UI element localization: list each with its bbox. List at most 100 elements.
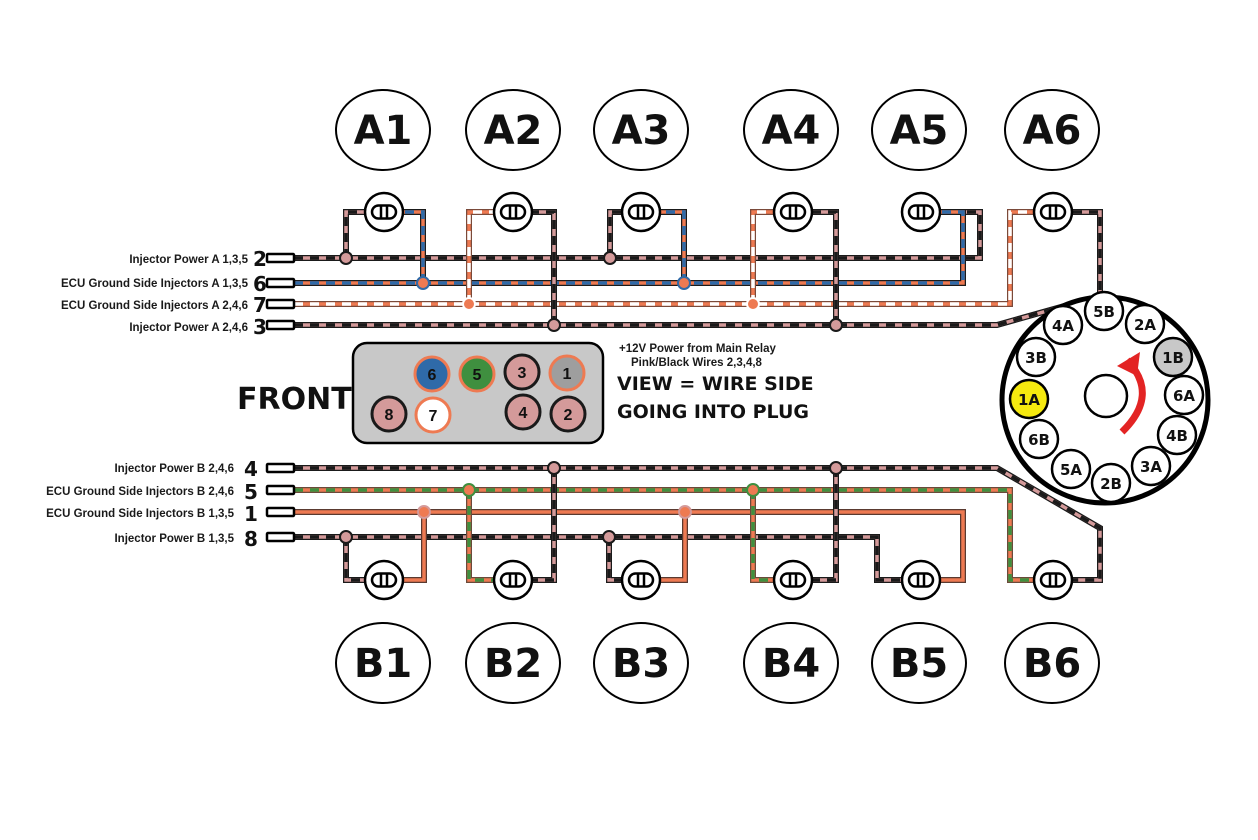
terminal xyxy=(265,462,296,474)
wire-base xyxy=(751,210,781,304)
pin-number: 7 xyxy=(253,293,267,317)
wire-base xyxy=(344,537,372,582)
wire-base xyxy=(467,490,501,582)
cylinder-ellipse xyxy=(465,622,561,704)
injector-icon xyxy=(620,191,662,233)
injector-icon xyxy=(1032,191,1074,233)
cylinder-ellipse xyxy=(871,89,967,171)
wire-stripe xyxy=(653,210,686,283)
splice-joint xyxy=(677,276,691,290)
pin-number: 8 xyxy=(244,527,258,551)
view-note-line2: GOING INTO PLUG xyxy=(617,401,809,423)
terminal xyxy=(265,484,296,496)
power-note-line2: Pink/Black Wires 2,3,4,8 xyxy=(631,357,763,369)
injector-icon xyxy=(363,191,405,233)
terminal xyxy=(265,298,296,310)
cylinder-label: B6 xyxy=(1023,641,1081,687)
wire-stripe xyxy=(805,210,838,325)
cylinder-label: B4 xyxy=(762,641,820,687)
wire-base xyxy=(344,210,372,258)
wire-pin5 xyxy=(294,487,1041,583)
plug-pin xyxy=(458,355,496,393)
wire-labels-b: Injector Power B 2,4,6 ECU Ground Side I… xyxy=(46,457,258,551)
connector-pin xyxy=(1042,304,1084,346)
plug-pin-number: 6 xyxy=(428,367,437,384)
connector-pin-label: 6B xyxy=(1028,431,1050,449)
pin-number: 6 xyxy=(253,272,267,296)
wire-base xyxy=(805,468,838,582)
wire xyxy=(805,209,839,325)
front-label: FRONT xyxy=(237,382,352,417)
pin-number: 3 xyxy=(253,315,267,339)
wire-label: Injector Power A 1,3,5 xyxy=(129,254,248,266)
splice-joint xyxy=(829,318,843,332)
cylinder-ellipse xyxy=(871,622,967,704)
cylinder-ellipse xyxy=(465,89,561,171)
wire-pin1 xyxy=(294,509,966,583)
wire-pin6 xyxy=(294,209,966,286)
plug-pin-number: 3 xyxy=(518,365,527,382)
cylinder-label: A3 xyxy=(612,108,671,154)
wire-base xyxy=(653,512,687,582)
connector-pin xyxy=(1083,290,1125,332)
wire-stripe xyxy=(294,535,909,582)
wire-stripe xyxy=(294,210,982,260)
wire-stripe xyxy=(294,210,1102,327)
wire xyxy=(396,209,426,283)
plug-pin-number: 1 xyxy=(563,366,572,383)
cylinder-ellipse xyxy=(593,89,689,171)
cylinder-ellipse xyxy=(335,622,431,704)
terminal xyxy=(265,277,296,289)
splice-joint xyxy=(547,318,561,332)
wire-label: Injector Power A 2,4,6 xyxy=(129,322,248,334)
plug-pin xyxy=(504,393,542,431)
wire-outline xyxy=(525,468,557,583)
cylinder-label: A2 xyxy=(484,108,543,154)
power-note-line1: +12V Power from Main Relay xyxy=(619,343,777,355)
wire-stripe xyxy=(294,488,1041,582)
plug-pin-number: 8 xyxy=(385,407,394,424)
wire-stripe xyxy=(805,468,838,582)
wire-base xyxy=(525,468,556,582)
wire xyxy=(343,209,372,258)
center-hole xyxy=(1083,373,1129,419)
injector-icon xyxy=(363,559,405,601)
wire-label: ECU Ground Side Injectors B 1,3,5 xyxy=(46,508,234,520)
splice-joint xyxy=(416,276,430,290)
connector-pin-label: 1B xyxy=(1162,349,1184,367)
plug-pin xyxy=(413,355,451,393)
wire-base xyxy=(294,466,1102,582)
plug-pin-number: 4 xyxy=(519,405,528,422)
cylinder-ellipse xyxy=(335,89,431,171)
cylinder-label: B3 xyxy=(612,641,670,687)
wire-stripe xyxy=(396,210,425,283)
injector-icon xyxy=(772,191,814,233)
wire xyxy=(653,209,687,283)
wire-stripe xyxy=(525,210,556,325)
splice-joint xyxy=(746,483,760,497)
wire xyxy=(466,490,501,583)
wire-pin8 xyxy=(294,534,909,583)
injector-icon xyxy=(492,191,534,233)
terminal xyxy=(265,531,296,543)
wire-label: Injector Power B 1,3,5 xyxy=(114,533,234,545)
connector-pin-label: 4B xyxy=(1166,427,1188,445)
pin-number: 2 xyxy=(253,247,267,271)
injector-icon xyxy=(1032,559,1074,601)
wire-label: ECU Ground Side Injectors A 1,3,5 xyxy=(61,278,249,290)
pin-number: 4 xyxy=(244,457,258,481)
wire-stripe xyxy=(294,210,1041,306)
connector-pin-label: 5B xyxy=(1093,303,1115,321)
terminal-boxes xyxy=(265,252,296,543)
cylinder-label: A4 xyxy=(762,108,821,154)
wire xyxy=(750,490,781,583)
splice-joint xyxy=(829,461,843,475)
wire-pin7 xyxy=(294,209,1041,307)
wire-outline xyxy=(525,209,557,325)
plug-pin xyxy=(548,354,586,392)
cylinder-label: A1 xyxy=(354,108,413,154)
wire-labels-a: Injector Power A 1,3,5 ECU Ground Side I… xyxy=(61,247,267,339)
wire-stripe xyxy=(294,466,1102,582)
